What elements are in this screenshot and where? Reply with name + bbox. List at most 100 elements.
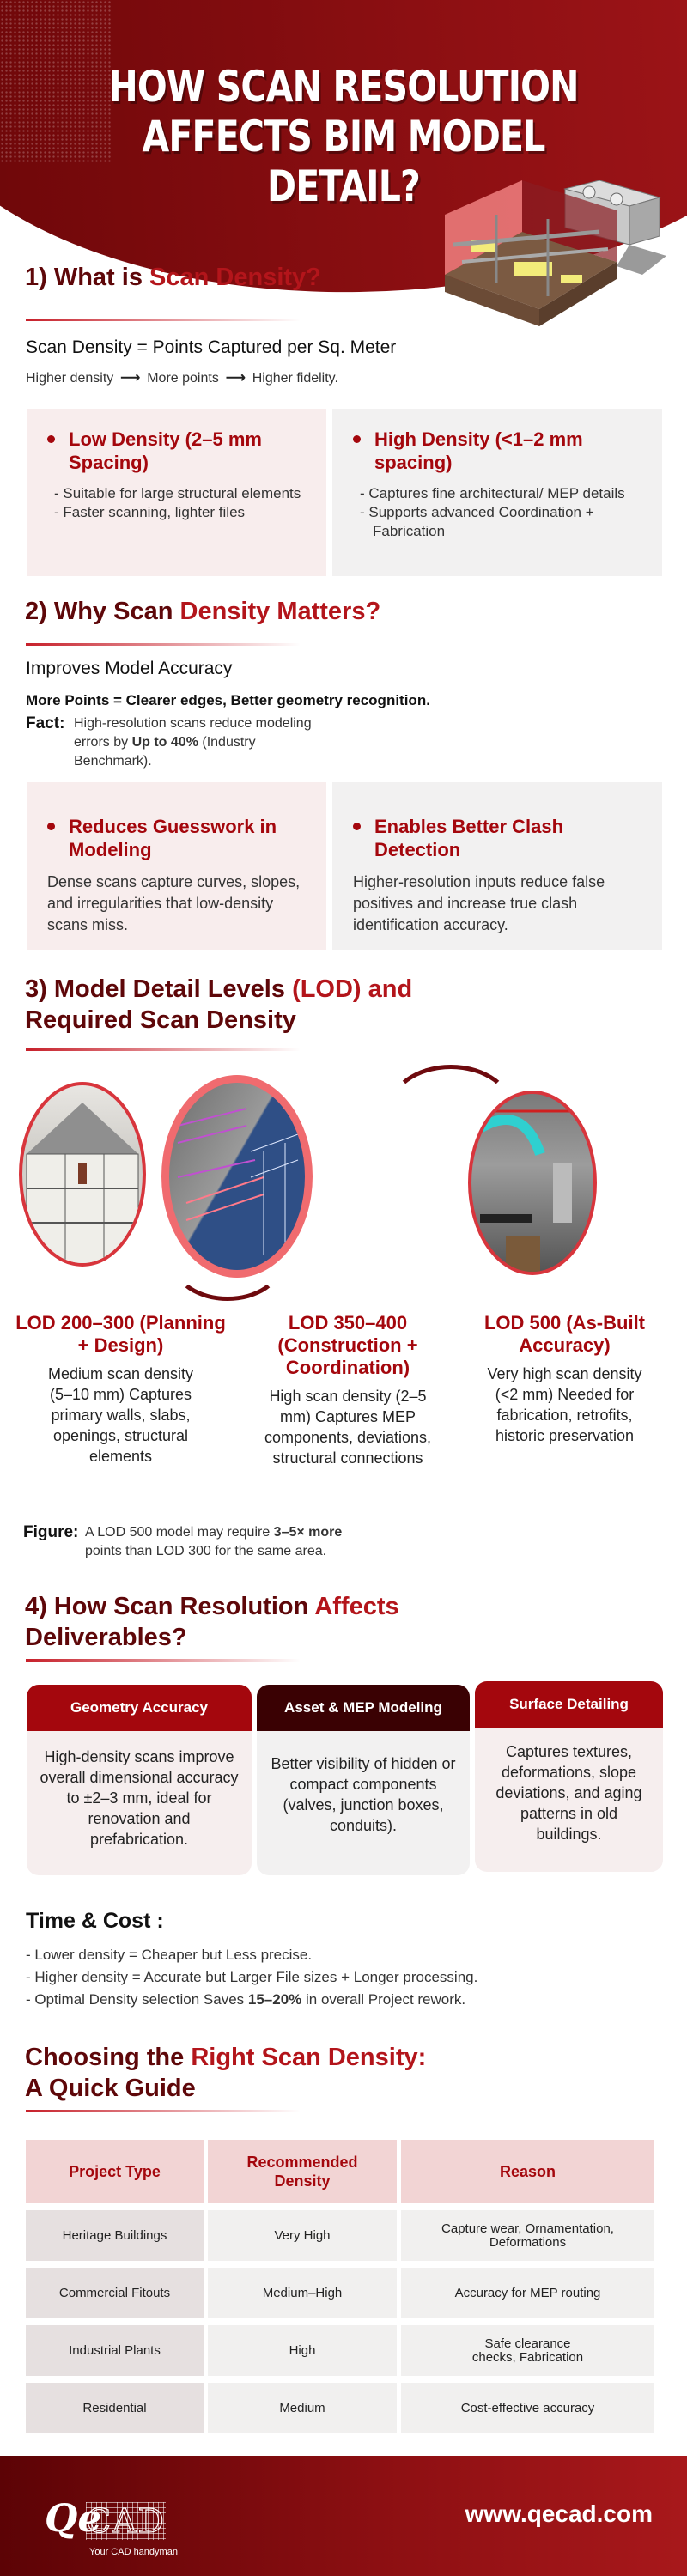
card-header: Surface Detailing — [475, 1681, 663, 1728]
high-density-card: High Density (<1–2 mm spacing) - Capture… — [332, 409, 662, 576]
surface-detailing-card: Surface Detailing Captures textures, def… — [475, 1681, 663, 1872]
footer: Qe CAD Your CAD handyman www.qecad.com — [0, 2456, 687, 2576]
cell-reason: Capture wear, Ornamentation, Deformation… — [401, 2210, 654, 2261]
section-underline — [26, 1659, 301, 1662]
flow-step: More points — [147, 371, 219, 386]
section4-title: 4) How Scan Resolution Affects Deliverab… — [25, 1591, 399, 1653]
list-item: - Optimal Density selection Saves 15–20%… — [26, 1989, 477, 2011]
cell-density: Medium–High — [208, 2268, 397, 2318]
fact-highlight: Up to 40% — [131, 735, 198, 750]
list-text: - Optimal Density selection Saves — [26, 1991, 248, 2008]
lod-title: LOD 500 (As-Built Accuracy) — [483, 1312, 646, 1356]
time-cost-title: Time & Cost : — [26, 1909, 164, 1933]
title-prefix: 2) Why Scan — [25, 598, 173, 625]
flow-step: Higher density — [26, 371, 114, 386]
list-item: - Suitable for large structural elements — [54, 485, 301, 501]
hero-dot-pattern — [0, 0, 112, 163]
reduces-guesswork-card: Reduces Guesswork in Modeling Dense scan… — [27, 782, 326, 950]
heritage-building-icon — [26, 1103, 139, 1263]
fact-text-part: (Industry Benchmark). — [74, 735, 256, 769]
card-title: Low Density (2–5 mm Spacing) — [47, 428, 306, 474]
arrow-right-icon: ⟶ — [120, 371, 141, 386]
title-line-1: 3) Model Detail Levels (LOD) and — [25, 974, 412, 1005]
title-line-2: Required Scan Density — [25, 1006, 296, 1034]
logo-tagline: Your CAD handyman — [89, 2547, 178, 2557]
card-list: - Captures fine architectural/ MEP detai… — [353, 484, 641, 541]
title-accent: Affects — [314, 1593, 399, 1620]
geometry-accuracy-card: Geometry Accuracy High-density scans imp… — [27, 1685, 252, 1875]
cell-project-type: Residential — [26, 2383, 204, 2433]
cell-density: Very High — [208, 2210, 397, 2261]
title-accent: Scan Density? — [149, 264, 321, 291]
figure-label: Figure: — [23, 1523, 79, 1541]
column-header: Project Type — [26, 2140, 204, 2203]
column-header: Reason — [401, 2140, 654, 2203]
table-header-row: Project Type Recommended Density Reason — [26, 2140, 654, 2203]
title-line-1: HOW SCAN RESOLUTION — [108, 62, 579, 112]
table-row: Heritage Buildings Very High Capture wea… — [26, 2210, 654, 2261]
card-body: Captures textures, deformations, slope d… — [495, 1743, 642, 1843]
qecad-logo[interactable]: Qe CAD Your CAD handyman — [45, 2497, 191, 2574]
cell-reason: Safe clearance checks, Fabrication — [401, 2325, 654, 2376]
section2-title: 2) Why Scan Density Matters? — [25, 596, 380, 627]
section-underline — [26, 643, 301, 646]
website-link[interactable]: www.qecad.com — [465, 2500, 653, 2527]
column-header: Recommended Density — [208, 2140, 397, 2203]
card-body: Better visibility of hidden or compact c… — [271, 1755, 456, 1834]
figure-text-part: points than LOD 300 for the same area. — [85, 1544, 327, 1558]
cell-reason: Cost-effective accuracy — [401, 2383, 654, 2433]
title-line-2: AFFECTS BIM MODEL DETAIL? — [142, 112, 545, 211]
bullet-icon — [47, 823, 55, 830]
lod-500-image — [468, 1091, 597, 1275]
bullet-icon — [47, 435, 55, 443]
lod-title: LOD 350–400 (Construction + Coordination… — [277, 1312, 418, 1378]
title-prefix: Choosing the — [25, 2044, 185, 2071]
section-underline — [26, 319, 301, 321]
list-item: - Higher density = Accurate but Larger F… — [26, 1969, 478, 1985]
list-item: - Captures fine architectural/ MEP detai… — [360, 485, 625, 501]
improves-accuracy-lead: Improves Model Accuracy — [26, 659, 233, 678]
bullet-icon — [353, 823, 361, 830]
card-title: High Density (<1–2 mm spacing) — [353, 428, 641, 474]
lod-image-strip — [0, 1065, 687, 1305]
arrow-right-icon: ⟶ — [225, 371, 246, 386]
fact-label: Fact: — [26, 714, 65, 732]
lod-500-column: LOD 500 (As-Built Accuracy) Very high sc… — [477, 1312, 653, 1446]
card-header: Asset & MEP Modeling — [257, 1685, 470, 1731]
card-title-text: Enables Better Clash Detection — [374, 816, 564, 860]
page-title: HOW SCAN RESOLUTION AFFECTS BIM MODEL DE… — [62, 62, 625, 211]
low-density-card: Low Density (2–5 mm Spacing) - Suitable … — [27, 409, 326, 576]
title-accent: (LOD) and — [292, 975, 413, 1003]
steel-structure-icon — [177, 1108, 299, 1255]
guide-title: Choosing the Right Scan Density: A Quick… — [25, 2042, 426, 2104]
card-body: Dense scans capture curves, slopes, and … — [47, 873, 301, 933]
section-underline — [26, 2110, 301, 2112]
title-accent: Right Scan Density: — [191, 2044, 427, 2071]
density-flow: Higher density⟶More points⟶Higher fideli… — [26, 369, 338, 386]
lod-350-column: LOD 350–400 (Construction + Coordination… — [258, 1312, 438, 1468]
title-line-1: Choosing the Right Scan Density: — [25, 2042, 426, 2073]
cell-density: High — [208, 2325, 397, 2376]
mep-interior-icon — [471, 1109, 593, 1272]
figure-note: Figure: A LOD 500 model may require 3–5×… — [23, 1523, 368, 1561]
lod-200-image — [19, 1082, 146, 1267]
table-row: Industrial Plants High Safe clearance ch… — [26, 2325, 654, 2376]
lod-350-image — [161, 1075, 313, 1278]
card-header: Geometry Accuracy — [27, 1685, 252, 1731]
list-item: - Faster scanning, lighter files — [54, 504, 246, 520]
cell-project-type: Industrial Plants — [26, 2325, 204, 2376]
asset-mep-card: Asset & MEP Modeling Better visibility o… — [257, 1685, 470, 1875]
fact-text: High-resolution scans reduce modeling er… — [74, 714, 323, 771]
lod-description: High scan density (2–5 mm) Captures MEP … — [264, 1388, 432, 1467]
title-prefix: 4) How Scan Resolution — [25, 1593, 309, 1620]
lod-200-column: LOD 200–300 (Planning + Design) Medium s… — [15, 1312, 226, 1467]
list-item: - Lower density = Cheaper but Less preci… — [26, 1947, 313, 1963]
title-prefix: 1) What is — [25, 264, 143, 291]
section1-title: 1) What is Scan Density? — [25, 262, 321, 293]
more-points-line: More Points = Clearer edges, Better geom… — [26, 692, 430, 708]
time-cost-list: - Lower density = Cheaper but Less preci… — [26, 1944, 477, 2011]
connector-arc — [386, 1065, 515, 1159]
cell-project-type: Heritage Buildings — [26, 2210, 204, 2261]
card-body: High-density scans improve overall dimen… — [40, 1748, 239, 1848]
title-line-2: Deliverables? — [25, 1624, 187, 1651]
